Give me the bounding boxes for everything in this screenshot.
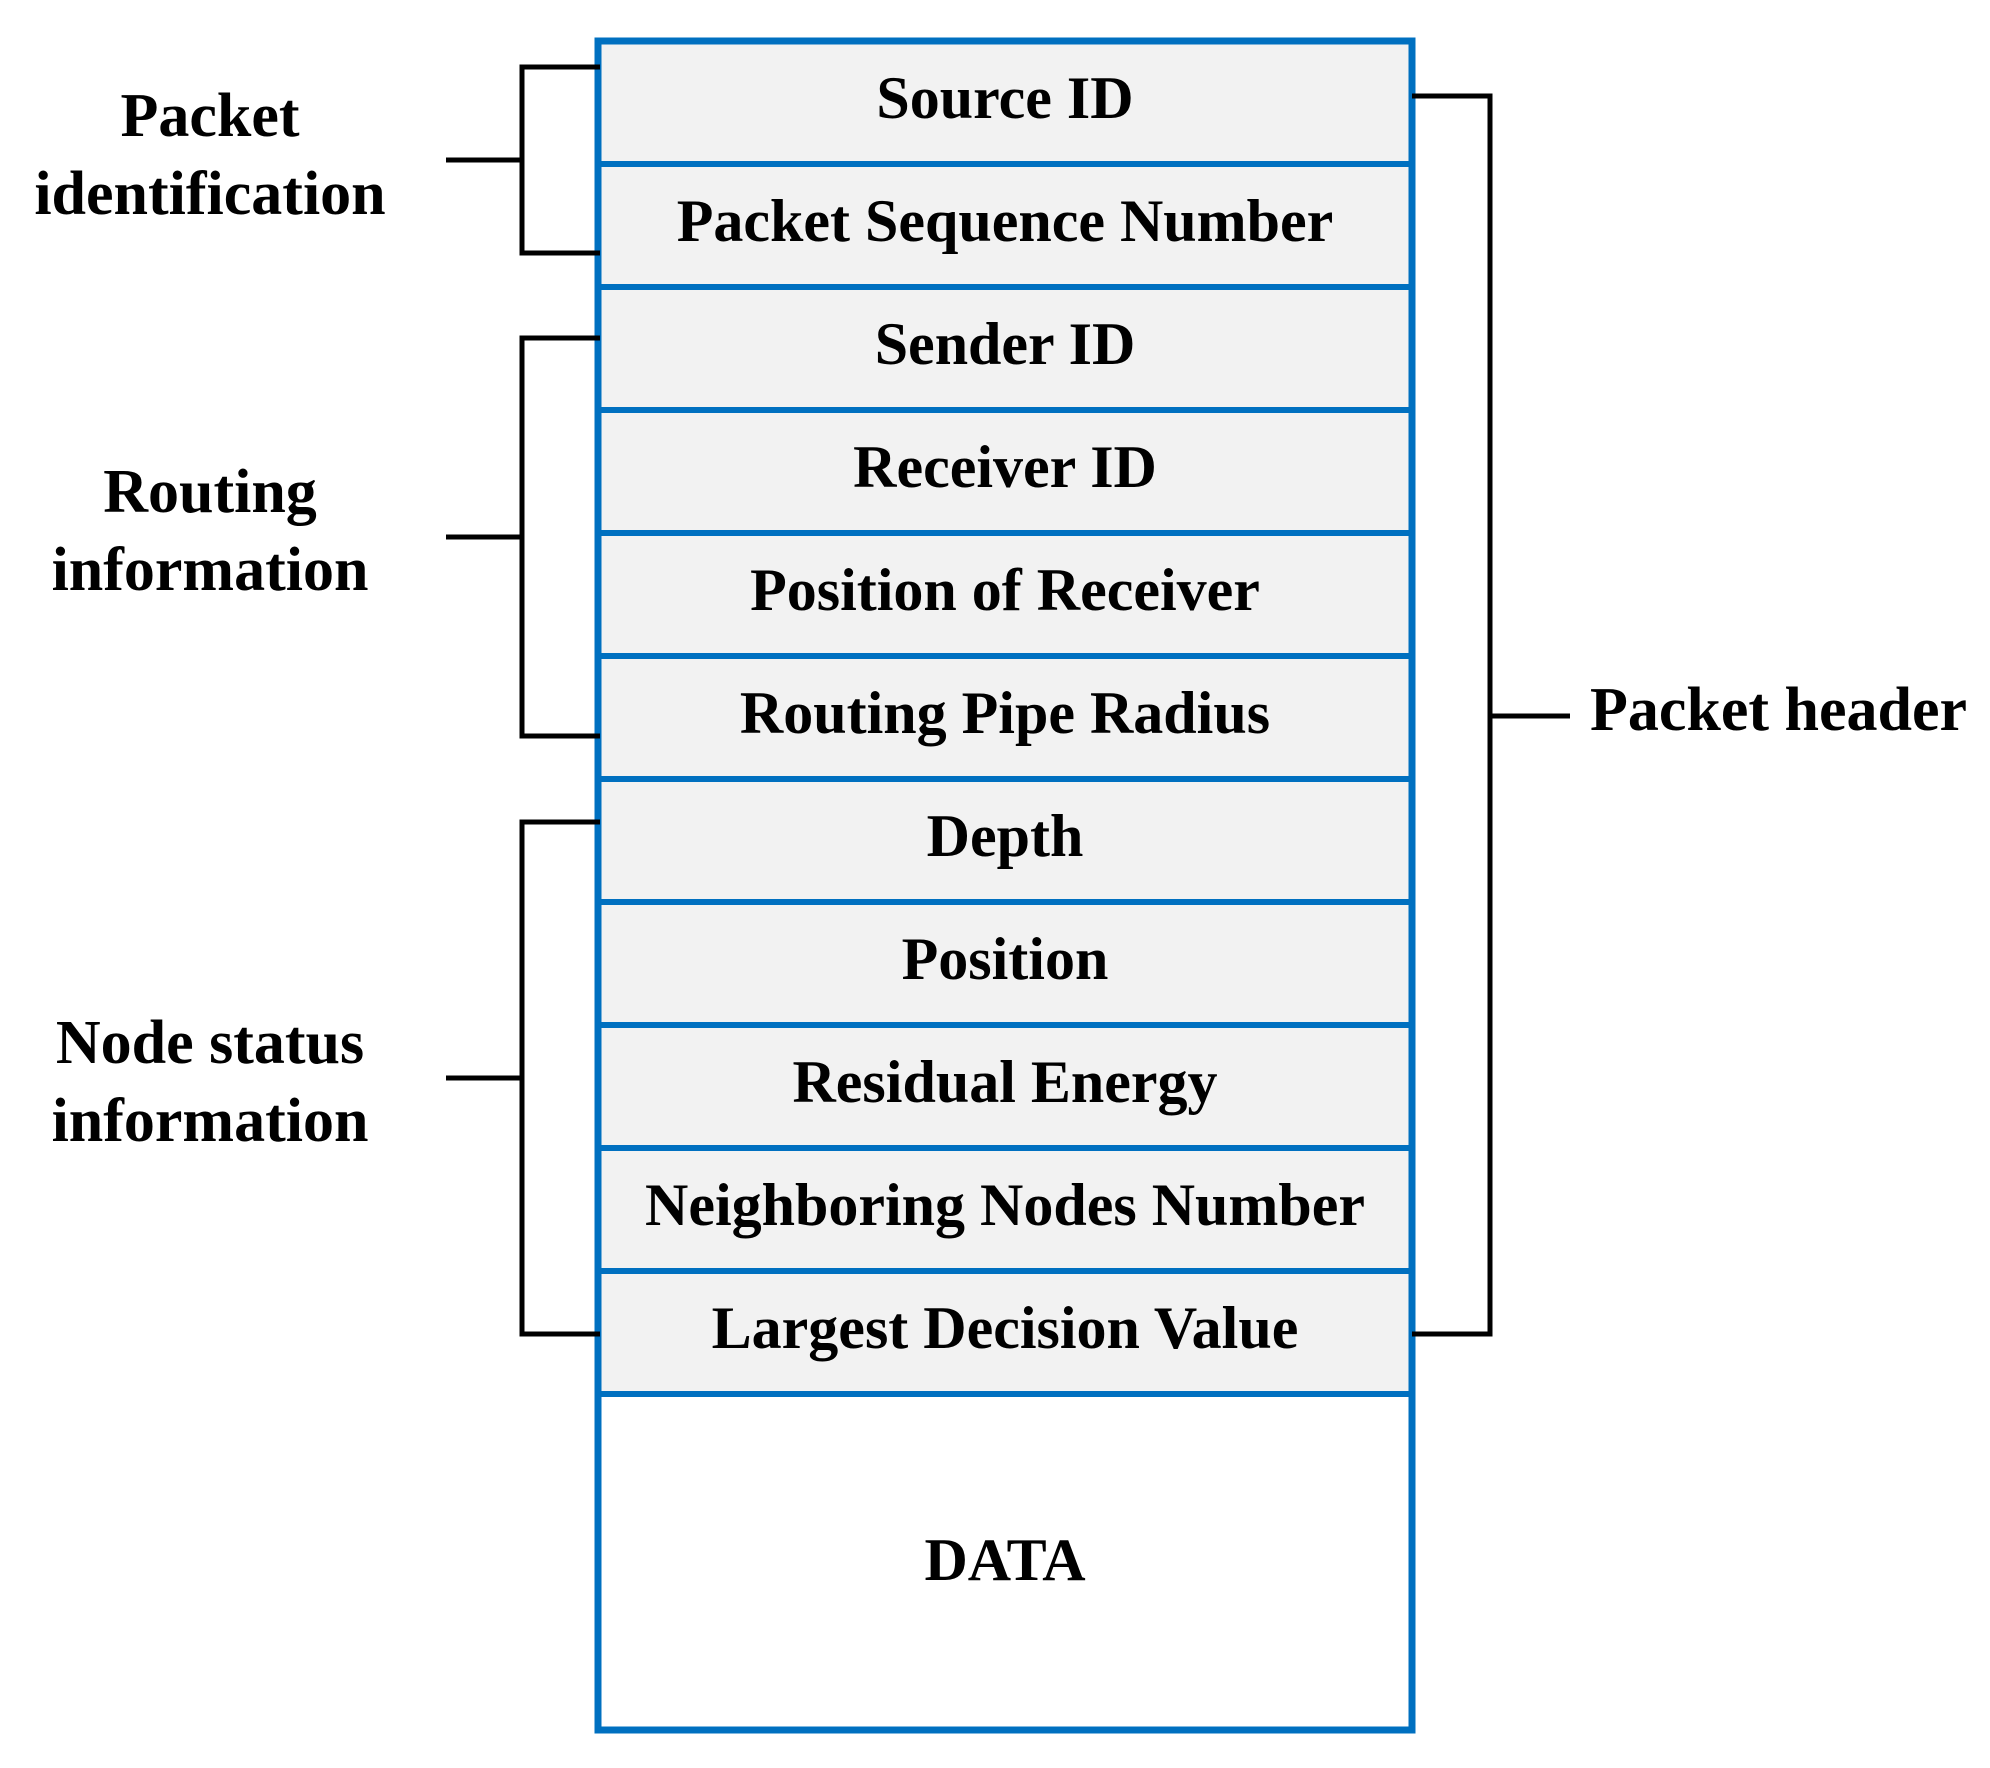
- field-sender-id-box: [598, 287, 1412, 410]
- field-position-of-receiver: Position of Receiver: [750, 557, 1260, 623]
- field-routing-pipe-radius-box: [598, 656, 1412, 779]
- field-routing-pipe-radius: Routing Pipe Radius: [740, 680, 1270, 746]
- bracket-node-status-information: [446, 819, 600, 1337]
- group-packet-identification-line2: identification: [34, 160, 385, 228]
- field-largest-decision-value-box: [598, 1271, 1412, 1394]
- field-source-id-box: [598, 41, 1412, 164]
- bracket-packet-header: [1412, 93, 1570, 1337]
- group-packet-identification-line1: Packet: [120, 82, 299, 150]
- row-separators: [598, 161, 1412, 1397]
- packet-frame: [594, 37, 1416, 1734]
- field-depth: Depth: [927, 803, 1084, 869]
- field-receiver-id: Receiver ID: [853, 434, 1157, 500]
- field-position: Position: [902, 926, 1109, 992]
- field-source-id: Source ID: [876, 65, 1133, 131]
- bracket-packet-identification: [446, 64, 600, 256]
- data-label: DATA: [924, 1527, 1085, 1593]
- field-packet-sequence-number-box: [598, 164, 1412, 287]
- group-node-status-information-line1: Node status: [56, 1009, 364, 1077]
- group-routing-information-line2: information: [52, 536, 369, 604]
- field-position-of-receiver-box: [598, 533, 1412, 656]
- packet-header-label: Packet header: [1590, 676, 1967, 744]
- field-largest-decision-value: Largest Decision Value: [712, 1295, 1299, 1361]
- group-node-status-information-line2: information: [52, 1087, 369, 1155]
- field-depth-box: [598, 779, 1412, 902]
- group-routing-information-line1: Routing: [103, 458, 317, 526]
- field-neighboring-nodes-number: Neighboring Nodes Number: [645, 1172, 1365, 1238]
- field-residual-energy-box: [598, 1025, 1412, 1148]
- data-box: [598, 1394, 1412, 1730]
- field-position-box: [598, 902, 1412, 1025]
- field-neighboring-nodes-number-box: [598, 1148, 1412, 1271]
- field-packet-sequence-number: Packet Sequence Number: [677, 188, 1334, 254]
- field-residual-energy: Residual Energy: [792, 1049, 1217, 1115]
- field-receiver-id-box: [598, 410, 1412, 533]
- field-sender-id: Sender ID: [875, 311, 1136, 377]
- bracket-routing-information: [446, 335, 600, 739]
